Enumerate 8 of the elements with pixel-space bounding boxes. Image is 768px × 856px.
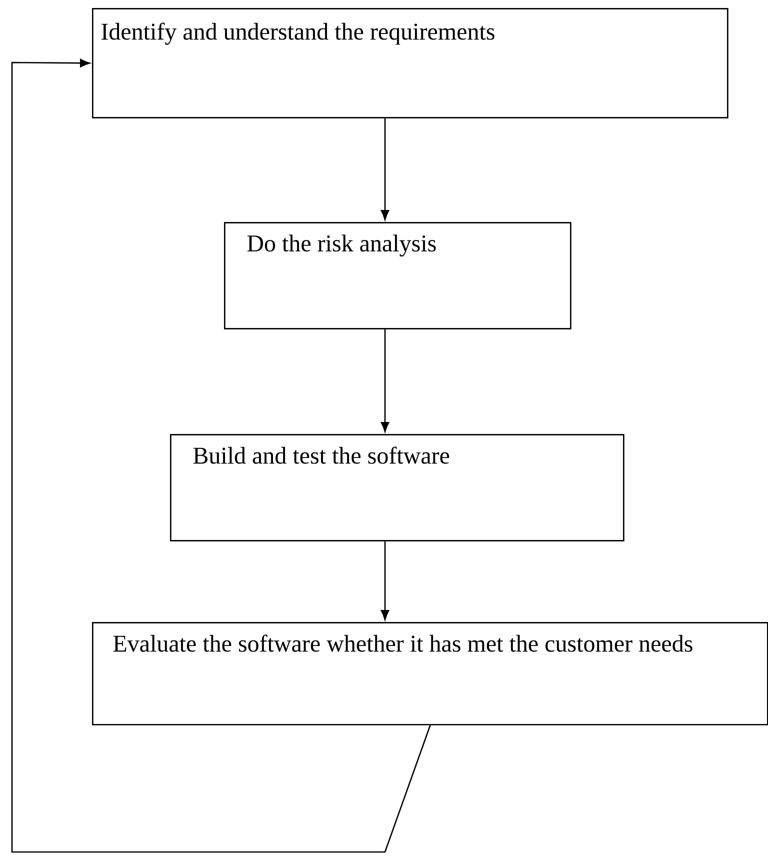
process-box: Do the risk analysis xyxy=(224,222,572,330)
process-box: Evaluate the software whether it has met the customer needs xyxy=(92,622,768,726)
process-box: Identify and understand the requirements xyxy=(92,8,728,118)
process-box: Build and test the software xyxy=(170,434,624,542)
arrow xyxy=(380,329,390,432)
arrow xyxy=(380,541,390,620)
arrow xyxy=(380,118,390,220)
arrow xyxy=(11,58,431,853)
